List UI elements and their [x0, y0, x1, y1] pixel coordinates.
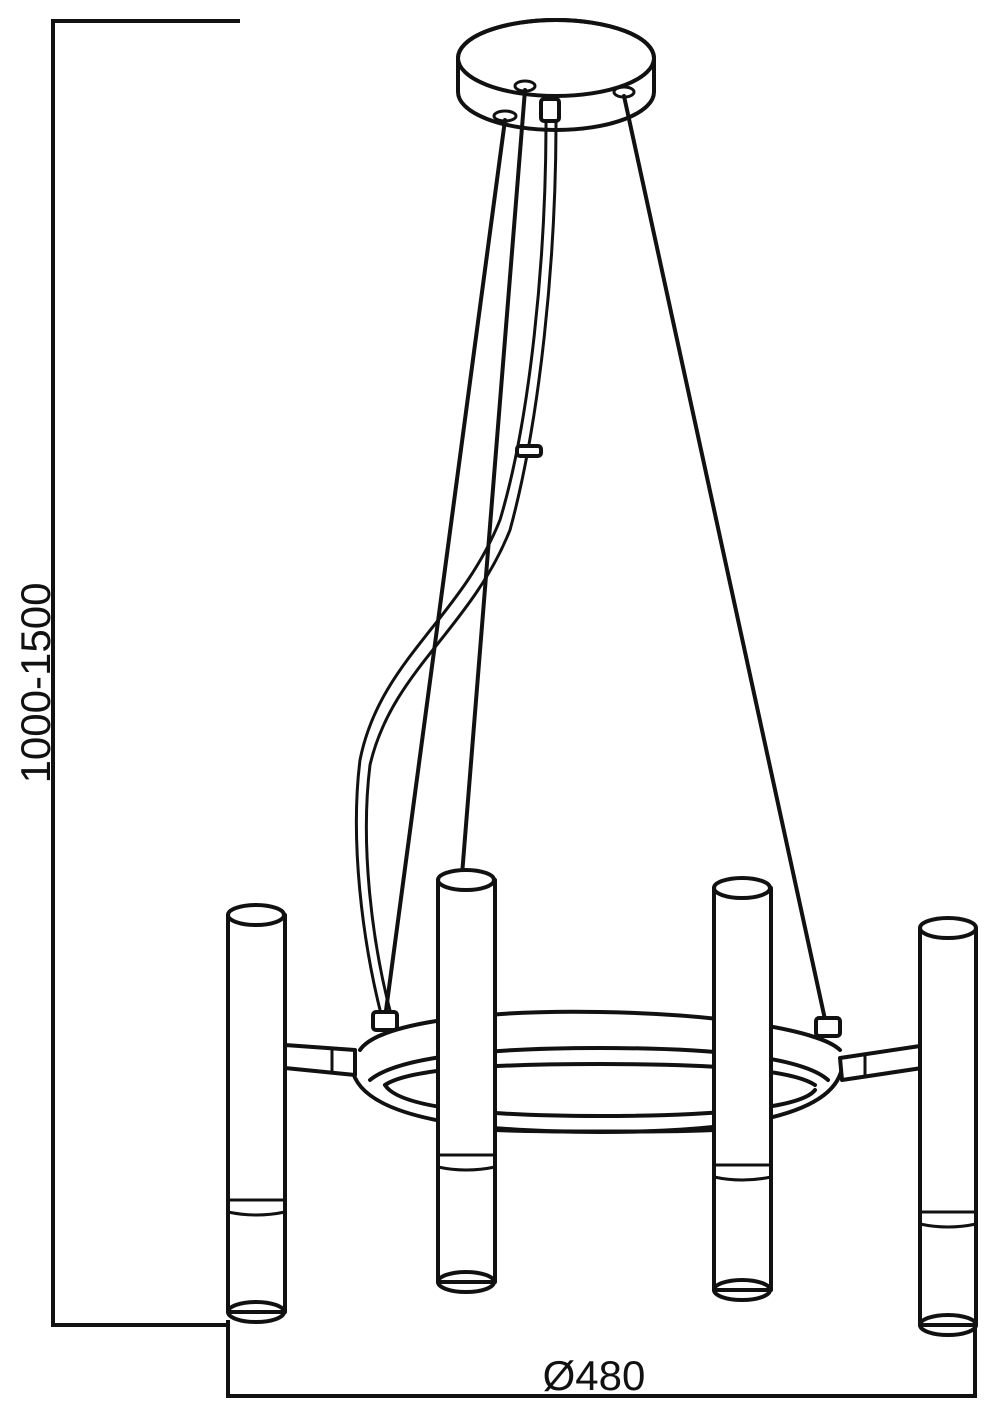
power-cord	[354, 120, 558, 1020]
suspension-cables	[383, 88, 828, 1026]
diameter-dimension-label: Ø480	[542, 1352, 646, 1399]
tube-4	[918, 916, 978, 1337]
height-dimension	[51, 19, 240, 1327]
diameter-dimension	[226, 1320, 977, 1398]
ring-front-segments	[493, 1128, 716, 1134]
height-dimension-label: 1000-1500	[12, 582, 59, 784]
ring-frame	[350, 1009, 844, 1134]
ceiling-canopy	[456, 18, 656, 132]
tube-1	[226, 903, 287, 1324]
tube-2	[436, 868, 497, 1294]
tube-3	[712, 876, 773, 1302]
